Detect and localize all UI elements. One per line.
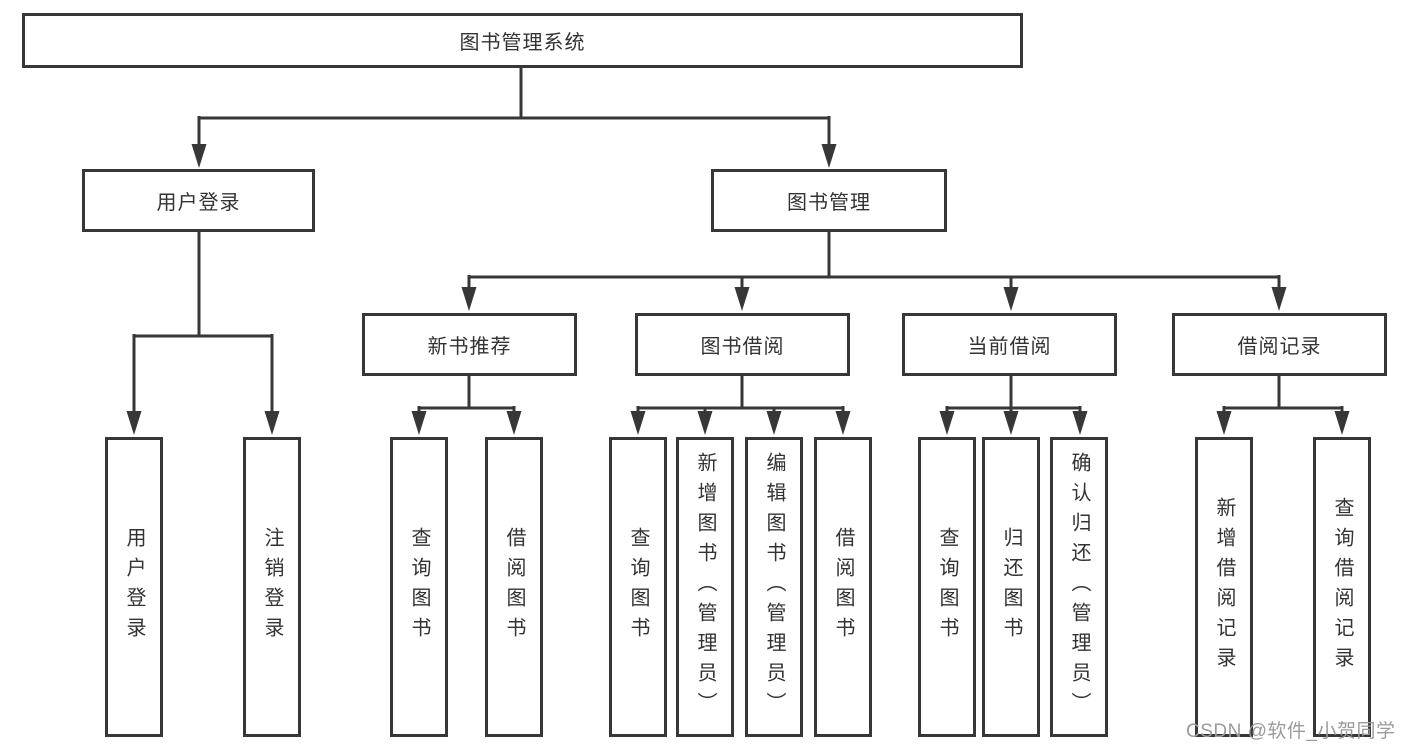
leaf-add-borrow-record: 新增借阅记录: [1195, 437, 1253, 737]
leaf-user-login: 用户登录: [105, 437, 163, 737]
node-label: 查询图书: [627, 527, 649, 647]
node-label: 注销登录: [261, 527, 283, 647]
csdn-watermark: CSDN @软件_小贺同学: [1186, 721, 1396, 742]
connector-newbook-to-leaves: [417, 375, 516, 414]
leaf-edit-book-admin: 编辑图书（管理员）: [745, 437, 803, 737]
node-user-login-group: 用户登录: [82, 169, 315, 232]
node-label: 图书管理: [787, 192, 871, 214]
leaf-borrow-books-2: 借阅图书: [814, 437, 872, 737]
node-label: 当前借阅: [967, 336, 1052, 358]
connector-current-to-leaves: [945, 375, 1082, 414]
leaf-query-books-3: 查询图书: [918, 437, 976, 737]
node-label: 新书推荐: [427, 336, 512, 358]
node-label: 借阅图书: [832, 527, 854, 647]
node-library-management-system: 图书管理系统: [22, 13, 1023, 68]
leaf-query-books-1: 查询图书: [390, 437, 448, 737]
node-label: 新增借阅记录: [1213, 497, 1235, 677]
node-label: 查询借阅记录: [1331, 497, 1353, 677]
node-book-management-group: 图书管理: [711, 169, 947, 232]
node-book-borrowing: 图书借阅: [635, 313, 850, 376]
connector-records-to-leaves: [1222, 375, 1344, 414]
connector-borrowing-to-leaves: [636, 375, 845, 414]
node-label: 归还图书: [1000, 527, 1022, 647]
leaf-add-book-admin: 新增图书（管理员）: [676, 437, 734, 737]
node-label: 用户登录: [156, 192, 241, 214]
node-new-book-recommendation: 新书推荐: [362, 313, 577, 376]
node-label: 编辑图书（管理员）: [763, 452, 785, 722]
leaf-query-borrow-record: 查询借阅记录: [1313, 437, 1371, 737]
node-current-borrowing: 当前借阅: [902, 313, 1117, 376]
node-label: 借阅图书: [503, 527, 525, 647]
leaf-query-books-2: 查询图书: [609, 437, 667, 737]
arrowheads: [126, 144, 1350, 435]
node-label: 图书管理系统: [459, 32, 586, 54]
leaf-logout: 注销登录: [243, 437, 301, 737]
node-label: 查询图书: [936, 527, 958, 647]
node-label: 新增图书（管理员）: [694, 452, 716, 722]
node-label: 图书借阅: [700, 336, 785, 358]
node-label: 查询图书: [408, 527, 430, 647]
leaf-confirm-return-admin: 确认归还（管理员）: [1050, 437, 1108, 737]
node-label: 借阅记录: [1237, 336, 1322, 358]
connector-userlogin-to-leaves: [132, 231, 274, 414]
node-label: 确认归还（管理员）: [1068, 452, 1090, 722]
connector-root-to-level2: [197, 66, 831, 148]
connector-bookmgmt-to-level3: [467, 231, 1281, 290]
leaf-borrow-books-1: 借阅图书: [485, 437, 543, 737]
node-label: 用户登录: [123, 527, 145, 647]
leaf-return-books: 归还图书: [982, 437, 1040, 737]
node-borrowing-records: 借阅记录: [1172, 313, 1387, 376]
